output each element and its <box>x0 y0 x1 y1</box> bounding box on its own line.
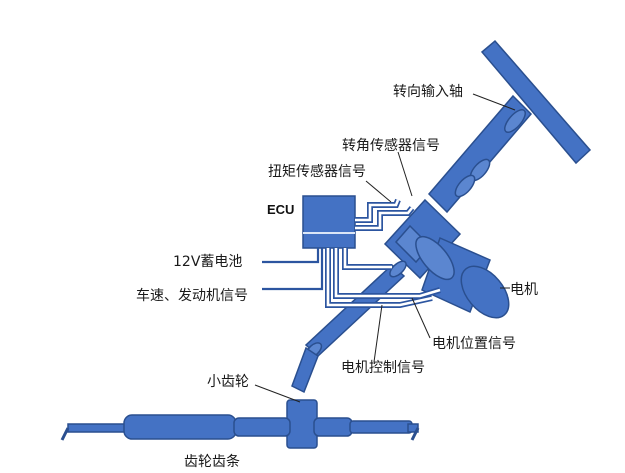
label-rack: 齿轮齿条 <box>184 453 240 470</box>
label-input-shaft: 转向输入轴 <box>393 84 463 100</box>
signal-wires <box>262 198 441 308</box>
label-battery: 12V蓄电池 <box>173 254 242 270</box>
label-motor-control-signal: 电机控制信号 <box>341 360 425 376</box>
leader-lines <box>254 93 516 403</box>
labels: 转向输入轴 转角传感器信号 扭矩传感器信号 ECU 12V蓄电池 车速、发动机信… <box>136 84 538 470</box>
ecu-unit <box>302 195 356 249</box>
steering-column-upper <box>427 94 533 214</box>
label-motor: 电机 <box>510 282 538 298</box>
label-angle-sensor-signal: 转角传感器信号 <box>342 137 440 154</box>
electric-motor <box>415 235 510 319</box>
label-ecu: ECU <box>267 202 294 217</box>
rack-assembly <box>60 414 420 441</box>
intermediate-shaft <box>291 260 407 394</box>
label-pinion: 小齿轮 <box>207 374 249 390</box>
label-speed-engine-signal: 车速、发动机信号 <box>136 287 248 304</box>
pinion-gear <box>286 399 318 449</box>
label-motor-position-signal: 电机位置信号 <box>432 336 516 352</box>
label-torque-sensor-signal: 扭矩传感器信号 <box>268 163 366 180</box>
steering-wheel <box>480 39 592 165</box>
